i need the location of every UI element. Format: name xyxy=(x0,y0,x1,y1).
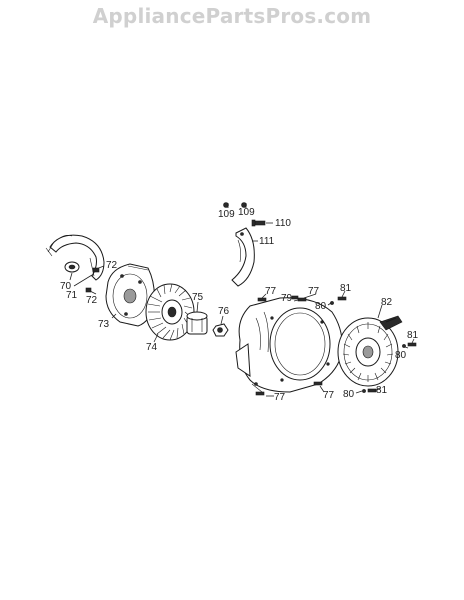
callout-111: 111 xyxy=(259,236,275,247)
screw-77-b xyxy=(297,297,307,302)
ignition-bracket xyxy=(45,234,105,281)
oil-seal-part xyxy=(64,261,80,273)
callout-77-c: 77 xyxy=(274,392,286,403)
washer-80-c xyxy=(362,389,366,393)
callout-109-left: 109 xyxy=(218,209,235,220)
callout-82: 82 xyxy=(381,297,393,308)
washer-80-b xyxy=(402,344,406,348)
screw-81-a xyxy=(337,296,347,301)
callout-80-b: 80 xyxy=(395,350,407,361)
callout-77-d: 77 xyxy=(323,390,335,401)
callout-110: 110 xyxy=(275,218,291,229)
callout-77-b: 77 xyxy=(308,286,320,297)
callout-73: 73 xyxy=(98,319,110,330)
callout-74: 74 xyxy=(146,342,158,353)
bolt-110 xyxy=(251,219,266,227)
recoil-starter xyxy=(337,315,403,387)
callout-80-c: 80 xyxy=(343,389,355,400)
starter-cup xyxy=(186,311,208,335)
screw-77-d xyxy=(313,381,323,386)
blower-housing xyxy=(235,297,343,393)
callout-75: 75 xyxy=(192,292,204,303)
callout-72-bottom: 72 xyxy=(86,295,98,306)
callout-81-a: 81 xyxy=(340,283,352,294)
flywheel-nut xyxy=(212,323,229,337)
callout-81-c: 81 xyxy=(376,385,388,396)
callout-109-right: 109 xyxy=(238,207,255,218)
screw-81-c xyxy=(367,388,377,393)
shroud-bracket-111 xyxy=(231,227,255,287)
bolt-109-right xyxy=(241,202,247,208)
watermark: AppliancePartsPros.com xyxy=(92,4,372,28)
callout-76: 76 xyxy=(218,306,230,317)
screw-77-a xyxy=(257,297,267,302)
flywheel-cover xyxy=(105,263,155,327)
callout-81-b: 81 xyxy=(407,330,419,341)
callout-70: 70 xyxy=(60,281,72,292)
bolt-109-left xyxy=(223,202,229,208)
callout-72-top: 72 xyxy=(106,260,118,271)
screw-81-b xyxy=(407,342,417,347)
callout-79: 79 xyxy=(281,293,293,304)
screw-77-c xyxy=(255,391,265,396)
callout-77-a: 77 xyxy=(265,286,277,297)
small-bolt-part xyxy=(85,267,100,293)
callout-labels: 109 109 110 111 70 71 72 72 73 74 75 76 … xyxy=(60,207,419,403)
flywheel xyxy=(145,283,195,341)
screw-79 xyxy=(291,295,299,300)
leader-lines xyxy=(69,203,415,397)
callout-80-a: 80 xyxy=(315,301,327,312)
callout-71: 71 xyxy=(66,290,78,301)
